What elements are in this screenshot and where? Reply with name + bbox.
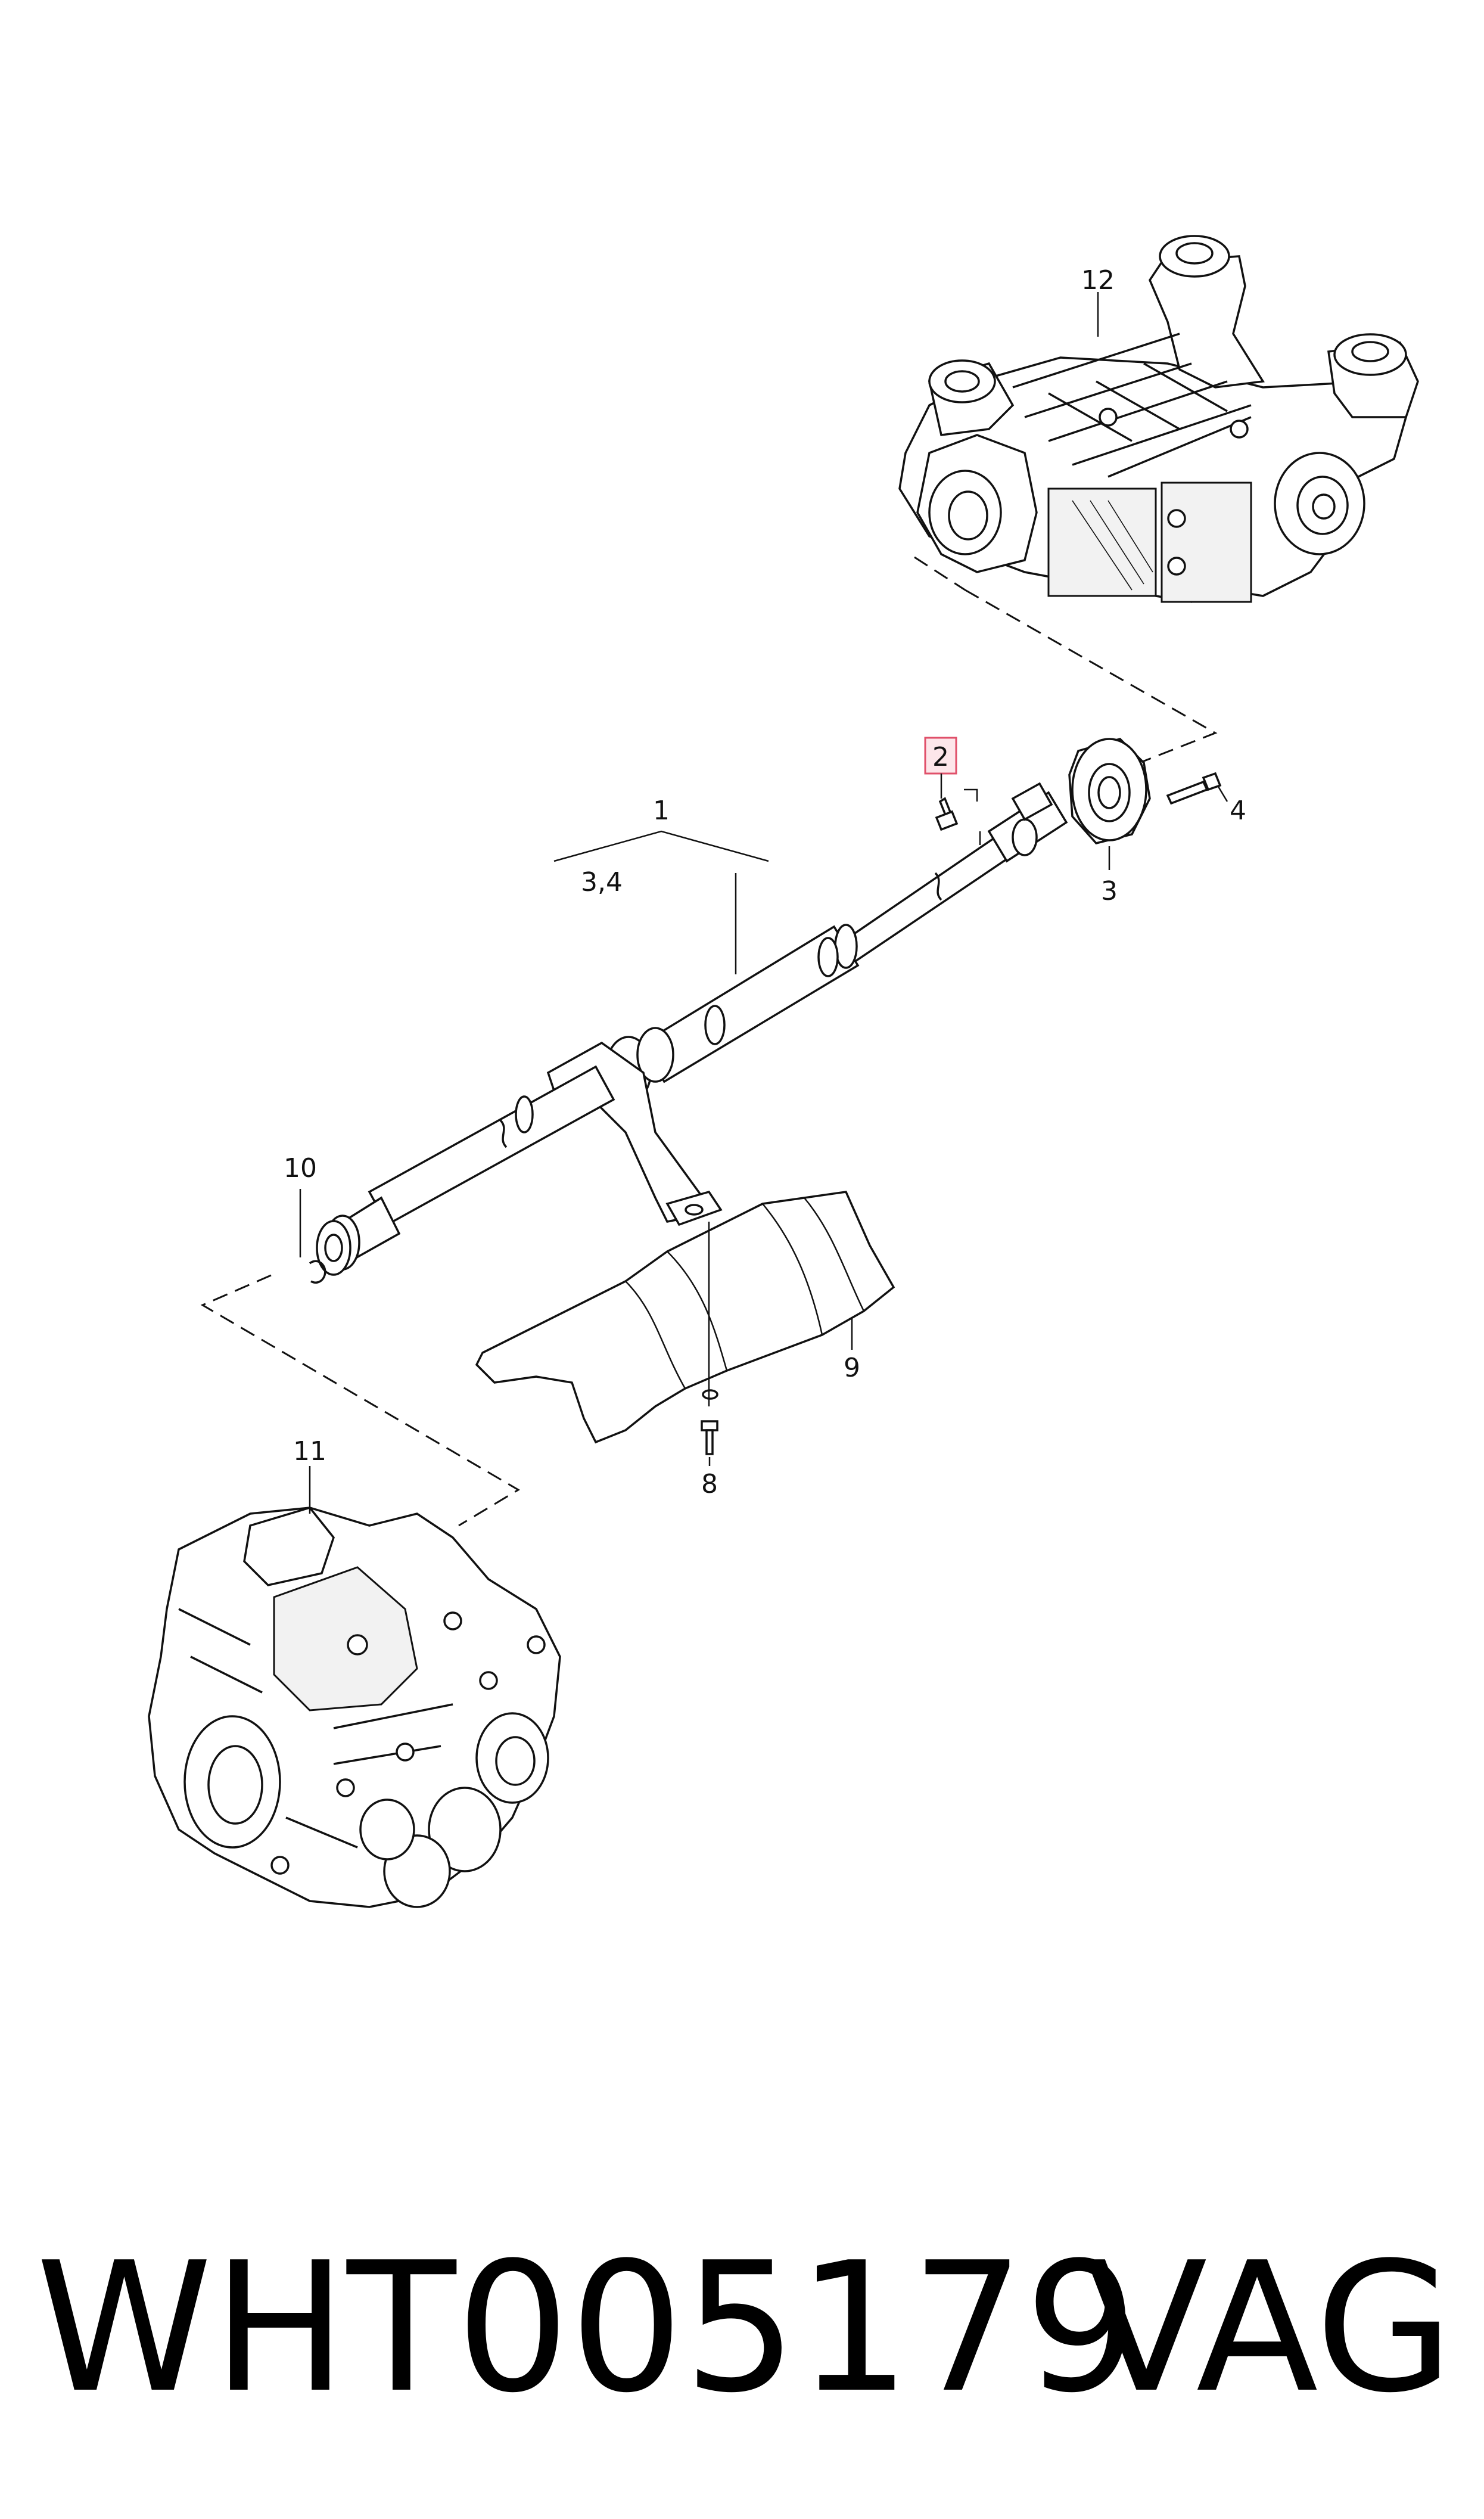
front-connection-dashed-line — [200, 1274, 520, 1527]
callout-9: 9 — [844, 1353, 860, 1383]
callout-11: 11 — [293, 1436, 326, 1467]
rear-differential-part-12[interactable] — [898, 235, 1419, 603]
callout-3: 3 — [1101, 876, 1118, 906]
callout-10: 10 — [284, 1153, 317, 1184]
rear-bolt-part-4[interactable] — [1166, 772, 1222, 805]
part-number-label: WHT005179 — [36, 2224, 1138, 2432]
circlip-part-10[interactable] — [309, 1260, 326, 1284]
highlight-box-2 — [924, 737, 957, 775]
propeller-shaft-part-1[interactable] — [316, 782, 1068, 1276]
callout-2: 2 — [932, 742, 949, 772]
bolt-part-2[interactable] — [935, 788, 981, 845]
brand-label: VAG — [1085, 2224, 1454, 2432]
bracket-bolt-part-8[interactable] — [701, 1420, 718, 1455]
callout-12: 12 — [1081, 265, 1115, 296]
gearbox-part-11[interactable] — [148, 1506, 561, 1908]
callout-1-sub: 3,4 — [581, 867, 623, 897]
flex-disc-part-3[interactable] — [1068, 738, 1151, 844]
callout-4: 4 — [1230, 796, 1246, 826]
rear-connection-dashed-line — [914, 556, 1218, 767]
heat-shield-part-9[interactable] — [475, 1191, 895, 1444]
callout-1: 1 — [653, 796, 670, 826]
callout-8: 8 — [701, 1469, 718, 1499]
